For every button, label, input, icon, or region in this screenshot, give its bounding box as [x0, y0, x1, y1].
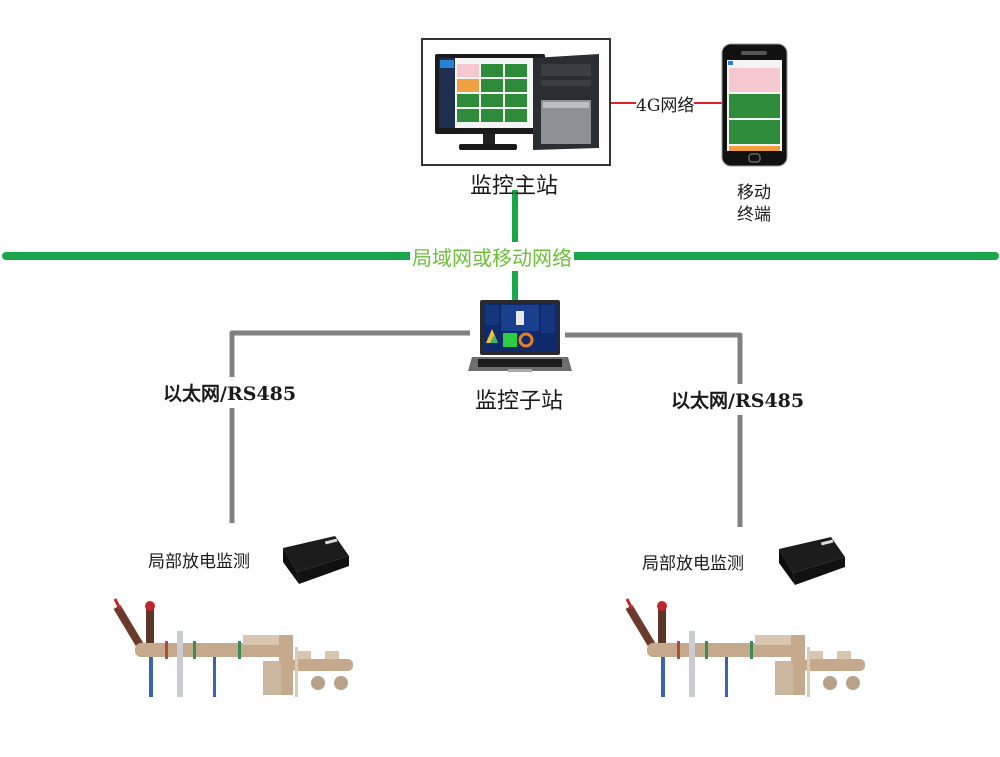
desktop-computer-icon — [435, 54, 599, 150]
master-station-label: 监控主站 — [470, 174, 559, 199]
sub-station-label: 监控子站 — [475, 389, 564, 414]
pd-sensor-right[interactable] — [773, 535, 848, 587]
pd-sensor-left[interactable] — [277, 534, 352, 586]
field-link-right-line — [565, 332, 743, 527]
smartphone-icon — [721, 43, 788, 167]
mobile-terminal-label-line2: 终端 — [737, 205, 771, 225]
mobile-terminal[interactable] — [721, 43, 788, 167]
sub-station[interactable] — [468, 299, 572, 379]
switchgear-icon — [113, 598, 353, 697]
pd-monitor-right-label: 局部放电监测 — [642, 554, 744, 574]
sensor-box-icon — [283, 536, 349, 584]
sensor-box-icon — [779, 537, 845, 585]
backbone-label: 局域网或移动网络 — [410, 242, 574, 271]
field-link-right-label: 以太网/RS485 — [671, 384, 805, 415]
laptop-icon — [468, 300, 572, 372]
mobile-terminal-label-line1: 移动 — [737, 183, 771, 203]
field-link-left-label: 以太网/RS485 — [163, 377, 297, 408]
gis-equipment-left — [113, 595, 363, 700]
switchgear-icon — [625, 598, 865, 697]
4g-link-label: 4G网络 — [636, 91, 695, 116]
master-station-box[interactable] — [421, 38, 611, 166]
gis-equipment-right — [625, 595, 875, 700]
pd-monitor-left-label: 局部放电监测 — [148, 552, 250, 572]
field-link-left-line — [229, 330, 470, 523]
